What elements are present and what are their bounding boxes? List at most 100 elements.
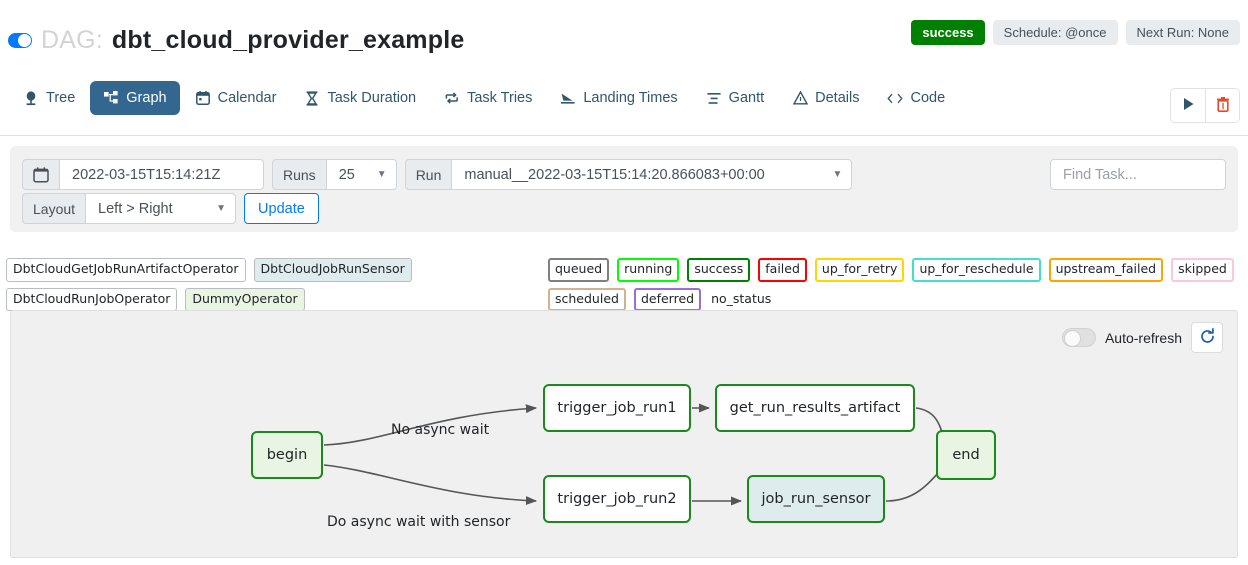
- triangle-info-icon: [792, 90, 808, 106]
- auto-refresh-toggle[interactable]: [1061, 328, 1096, 347]
- refresh-button[interactable]: [1191, 322, 1223, 353]
- graph-node-get-run-results-artifact[interactable]: get_run_results_artifact: [715, 384, 915, 432]
- tab-task-tries[interactable]: Task Tries: [431, 81, 545, 115]
- state-chip-up-for-retry[interactable]: up_for_retry: [814, 258, 905, 282]
- layout-select[interactable]: Left > Right ▼: [86, 193, 237, 224]
- base-date-input[interactable]: 2022-03-15T15:14:21Z: [60, 159, 264, 190]
- trash-icon: [1216, 96, 1230, 115]
- dag-filter-toolbar: 2022-03-15T15:14:21Z Runs 25 ▼ Run manua…: [10, 146, 1238, 232]
- state-chip-running[interactable]: running: [617, 258, 680, 282]
- code-icon: [887, 90, 904, 106]
- state-chip-skipped[interactable]: skipped: [1171, 258, 1234, 282]
- graph-node-trigger-job-run2[interactable]: trigger_job_run2: [543, 475, 691, 523]
- layout-label: Layout: [22, 193, 87, 224]
- tab-label: Code: [910, 90, 946, 106]
- delete-dag-button[interactable]: [1205, 89, 1239, 122]
- status-badge: success: [911, 20, 985, 45]
- graph-node-begin[interactable]: begin: [251, 431, 323, 479]
- operator-chip[interactable]: DbtCloudRunJobOperator: [6, 287, 178, 311]
- find-task-input[interactable]: Find Task...: [1050, 159, 1226, 190]
- edge-begin-to-trigger1: [323, 404, 538, 446]
- toolbar-row-top: 2022-03-15T15:14:21Z Runs 25 ▼ Run manua…: [22, 159, 853, 190]
- tab-code[interactable]: Code: [874, 81, 958, 115]
- auto-refresh-controls: Auto-refresh: [1061, 322, 1223, 353]
- tree-icon: [23, 90, 39, 106]
- tab-label: Graph: [126, 90, 167, 106]
- num-runs-group: Runs 25 ▼: [272, 159, 397, 190]
- graph-node-end[interactable]: end: [936, 430, 996, 480]
- tab-label: Calendar: [217, 90, 277, 106]
- base-date-group: 2022-03-15T15:14:21Z: [22, 159, 264, 190]
- dag-nav-bar: Tree Graph Calendar Task Duration: [0, 78, 1248, 136]
- edge-label-do-async-wait-with-sensor: Do async wait with sensor: [327, 514, 511, 530]
- schedule-badge: Schedule: @once: [992, 20, 1118, 45]
- operator-chip[interactable]: DbtCloudJobRunSensor: [253, 258, 412, 282]
- header-badges: success Schedule: @once Next Run: None: [911, 20, 1240, 45]
- tab-label: Gantt: [728, 90, 765, 106]
- state-chip-failed[interactable]: failed: [758, 258, 807, 282]
- play-icon: [1182, 97, 1195, 114]
- graph-node-trigger-job-run1[interactable]: trigger_job_run1: [543, 384, 691, 432]
- state-legend: queued running success failed up_for_ret…: [548, 258, 1244, 311]
- state-chip-up-for-reschedule[interactable]: up_for_reschedule: [912, 258, 1041, 282]
- edge-label-no-async-wait: No async wait: [391, 422, 490, 438]
- page-header: DAG: dbt_cloud_provider_example success …: [0, 0, 1248, 72]
- dag-pause-toggle[interactable]: [8, 33, 32, 48]
- hourglass-icon: [304, 90, 320, 106]
- dag-action-buttons: [1170, 88, 1240, 123]
- dag-prefix-label: DAG:: [41, 26, 103, 54]
- tab-gantt[interactable]: Gantt: [693, 81, 777, 115]
- state-chip-success[interactable]: success: [687, 258, 751, 282]
- runs-label: Runs: [272, 159, 327, 190]
- num-runs-select[interactable]: 25 ▼: [326, 159, 397, 190]
- tab-calendar[interactable]: Calendar: [182, 81, 290, 115]
- update-button[interactable]: Update: [244, 193, 319, 224]
- tab-tree[interactable]: Tree: [10, 81, 88, 115]
- landing-icon: [560, 90, 576, 106]
- dag-graph-panel: Auto-refresh begin t: [10, 310, 1238, 558]
- state-chip-scheduled[interactable]: scheduled: [548, 287, 626, 311]
- tab-label: Landing Times: [583, 90, 678, 106]
- dag-tabs: Tree Graph Calendar Task Duration: [10, 81, 958, 115]
- state-chip-deferred[interactable]: deferred: [633, 287, 702, 311]
- run-group: Run manual__2022-03-15T15:14:20.866083+0…: [404, 159, 853, 190]
- run-select[interactable]: manual__2022-03-15T15:14:20.866083+00:00…: [452, 159, 853, 190]
- chevron-down-icon: ▼: [376, 168, 387, 180]
- calendar-icon: [22, 159, 60, 190]
- state-chip-no-status[interactable]: no_status: [711, 290, 772, 306]
- run-label: Run: [404, 159, 453, 190]
- dag-name-label: dbt_cloud_provider_example: [111, 26, 465, 54]
- legend-area: DbtCloudGetJobRunArtifactOperator DbtClo…: [0, 256, 1248, 311]
- refresh-icon: [1199, 327, 1216, 348]
- tab-graph[interactable]: Graph: [90, 81, 180, 115]
- calendar-icon: [195, 90, 211, 106]
- tab-task-duration[interactable]: Task Duration: [291, 81, 429, 115]
- graph-icon: [103, 90, 119, 106]
- state-chip-queued[interactable]: queued: [548, 258, 610, 282]
- chevron-down-icon: ▼: [216, 202, 227, 214]
- layout-group: Layout Left > Right ▼: [22, 193, 237, 224]
- page-title: DAG: dbt_cloud_provider_example: [8, 26, 464, 55]
- edge-begin-to-trigger2: [323, 464, 538, 506]
- tab-details[interactable]: Details: [779, 81, 872, 115]
- gantt-icon: [706, 90, 722, 106]
- toolbar-row-bottom: Layout Left > Right ▼ Update: [22, 193, 319, 224]
- operator-chip[interactable]: DummyOperator: [185, 287, 305, 311]
- retry-icon: [444, 90, 460, 106]
- next-run-badge: Next Run: None: [1125, 20, 1240, 45]
- operator-legend: DbtCloudGetJobRunArtifactOperator DbtClo…: [6, 258, 536, 311]
- state-chip-upstream-failed[interactable]: upstream_failed: [1048, 258, 1164, 282]
- run-value: manual__2022-03-15T15:14:20.866083+00:00: [464, 166, 765, 183]
- tab-label: Tree: [46, 90, 76, 106]
- auto-refresh-label: Auto-refresh: [1104, 329, 1182, 346]
- tab-landing-times[interactable]: Landing Times: [547, 81, 690, 115]
- layout-value: Left > Right: [98, 200, 173, 217]
- operator-chip[interactable]: DbtCloudGetJobRunArtifactOperator: [6, 258, 246, 282]
- trigger-dag-button[interactable]: [1171, 89, 1205, 122]
- num-runs-value: 25: [338, 166, 355, 183]
- chevron-down-icon: ▼: [832, 168, 843, 180]
- tab-label: Details: [815, 90, 860, 106]
- tab-label: Task Duration: [327, 90, 417, 106]
- graph-node-job-run-sensor[interactable]: job_run_sensor: [747, 475, 885, 523]
